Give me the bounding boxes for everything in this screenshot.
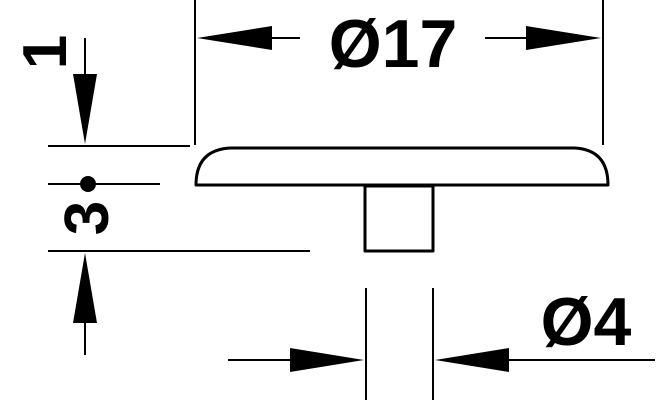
arrow-pin-left bbox=[290, 348, 364, 372]
part-head bbox=[194, 146, 610, 187]
label-diameter-head: Ø17 bbox=[329, 6, 458, 82]
dimension-vertical-left: 1 3 bbox=[11, 35, 310, 355]
label-pin-length: 3 bbox=[53, 201, 122, 235]
part-pin bbox=[363, 184, 435, 253]
label-diameter-pin: Ø4 bbox=[541, 284, 632, 360]
arrow-pin-right bbox=[435, 348, 509, 372]
arrow-head-left bbox=[197, 26, 272, 50]
arrow-head-right bbox=[526, 26, 601, 50]
arrow-pin-length bbox=[73, 253, 97, 323]
label-head-thickness: 1 bbox=[11, 35, 80, 69]
arrow-thickness bbox=[73, 74, 97, 144]
part-outline bbox=[194, 146, 610, 253]
dimension-diameter-pin: Ø4 bbox=[228, 284, 655, 400]
dimension-diameter-head: Ø17 bbox=[194, 0, 604, 145]
dimension-dot-marker bbox=[80, 176, 96, 192]
